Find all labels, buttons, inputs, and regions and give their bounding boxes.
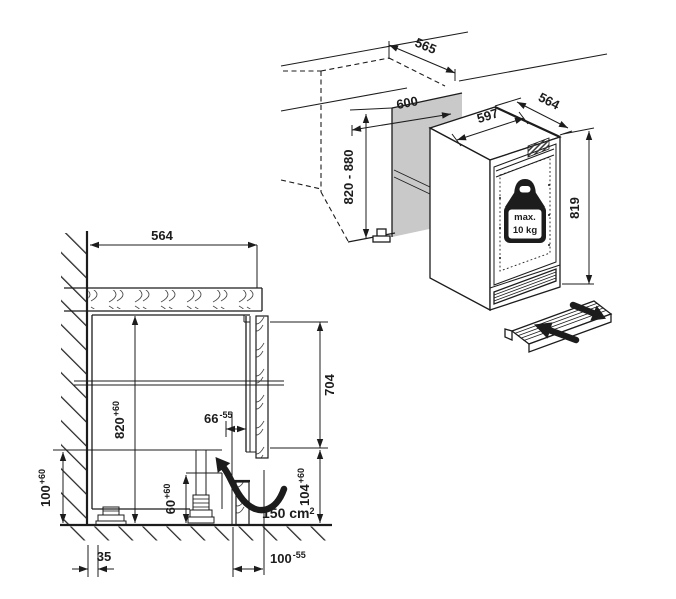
door-height-label: 704	[322, 373, 337, 395]
plinth-height-label: 104+60	[296, 468, 312, 506]
floor	[60, 523, 332, 541]
iso-view: 820 - 880 565	[280, 31, 608, 312]
dim-door-height: 704	[270, 321, 337, 449]
dim-plinth-recess: 100-55	[232, 527, 306, 577]
wall-clearance-label: 100+60	[37, 469, 53, 507]
dim-niche-height: 820 - 880	[341, 107, 393, 238]
appliance-width-label: 597	[475, 105, 500, 126]
weight-icon: max. 10 kg	[504, 179, 546, 243]
dim-wall-gap: 35	[72, 545, 114, 577]
vent-clearance-label: 60+60	[162, 484, 178, 515]
section-view: 564 820+60 704 104+60 100+60 60+60	[37, 228, 337, 577]
appliance-height-label: 819	[567, 197, 582, 219]
niche-leveling-foot	[372, 228, 391, 243]
door-clearance-label: 66-55	[204, 410, 232, 426]
appliance-door	[489, 137, 561, 305]
wall-gap-label: 35	[97, 549, 111, 564]
dim-vent-clearance: 60+60	[162, 475, 190, 523]
door-load-weight-label: 10 kg	[513, 225, 537, 236]
airflow-in-arrow	[534, 322, 580, 344]
dim-wall-clearance: 100+60	[37, 452, 67, 523]
vent-grille-detail	[504, 300, 613, 353]
airflow-arrow	[215, 457, 288, 514]
niche-width-label: 600	[395, 93, 419, 112]
wall	[61, 231, 89, 525]
counter-edges	[280, 31, 608, 112]
top-depth-label: 564	[151, 228, 173, 243]
adjustable-foot-front	[187, 450, 215, 524]
vent-area-label: 150 cm2	[262, 505, 315, 521]
niche-height-label: 820+60	[111, 401, 127, 439]
dim-door-clearance: 66-55	[204, 410, 246, 437]
decor-door-panel	[255, 315, 269, 459]
niche-height-range-label: 820 - 880	[341, 150, 356, 205]
appliance-depth-label: 564	[536, 89, 563, 113]
section-break-lines	[74, 380, 284, 386]
dim-niche-width: 600	[351, 93, 452, 136]
door-load-max-label: max.	[514, 212, 536, 223]
door-gasket-dots	[499, 184, 550, 259]
base-vent-slats	[493, 268, 557, 305]
appliance-front-frame	[245, 316, 256, 453]
dim-appliance-width: 597	[451, 105, 529, 147]
dim-appliance-height: 819	[562, 127, 595, 285]
dim-top-depth: 564	[90, 228, 258, 288]
door-handle	[527, 137, 550, 158]
airflow-out-arrow	[569, 301, 606, 321]
plinth-recess-label: 100-55	[270, 550, 306, 566]
dim-niche-height-section: 820+60	[111, 316, 139, 523]
dim-plinth-height: 104+60	[296, 450, 324, 523]
worktop	[64, 287, 263, 312]
adjustable-foot-rear	[95, 506, 127, 525]
niche-bottom-edge	[347, 232, 396, 243]
